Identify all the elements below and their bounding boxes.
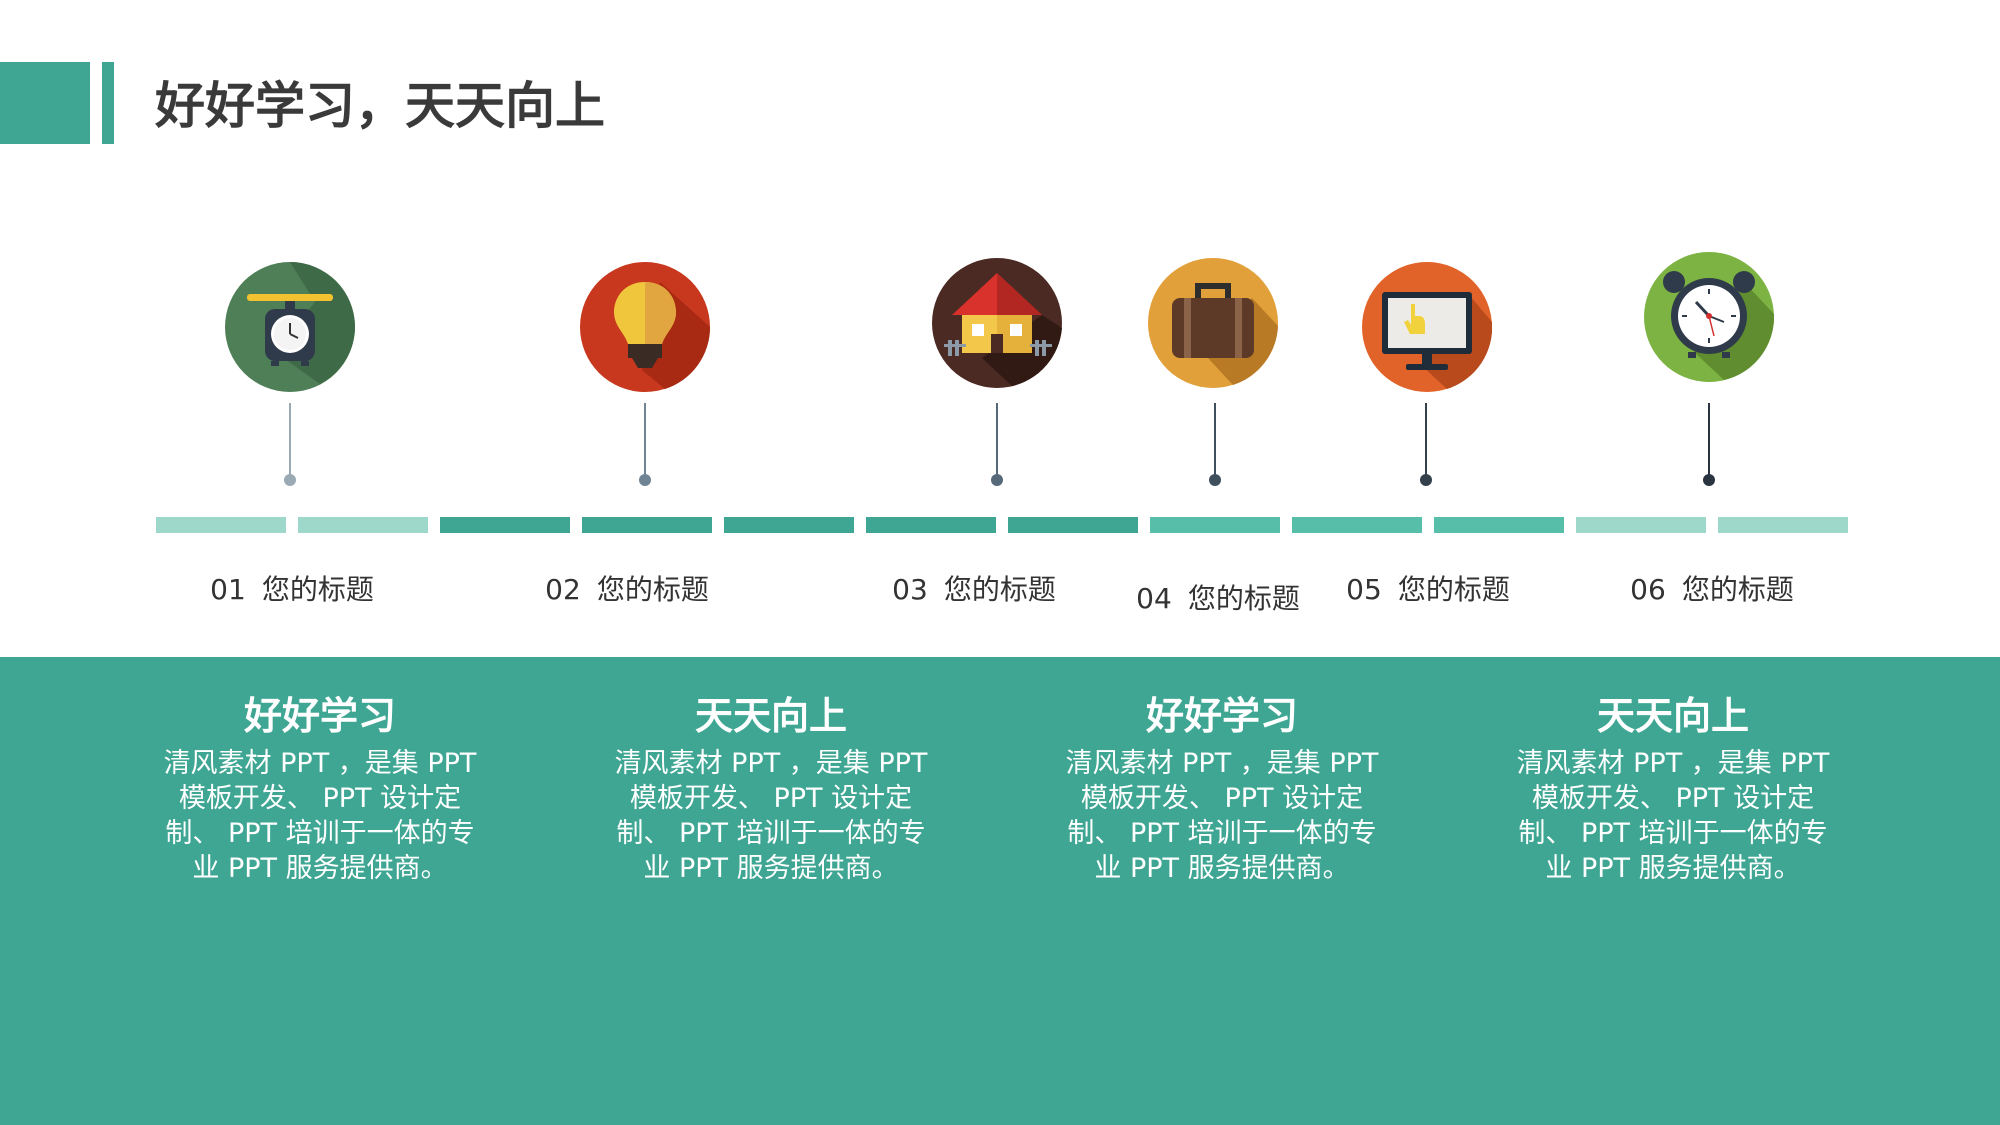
card-body: 清风素材 PPT ，是集 PPT 模板开发、 PPT 设计定制、 PPT 培训于… [1516,748,1830,884]
step-title: 您的标题 [943,573,1056,606]
step-title: 您的标题 [596,573,709,606]
step-number: 04 [1136,582,1172,615]
timeline-segment [1008,517,1138,533]
connector-dot [284,474,296,486]
card-body: 清风素材 PPT ，是集 PPT 模板开发、 PPT 设计定制、 PPT 培训于… [163,748,477,884]
house-icon [932,258,1062,388]
timeline-segment [724,517,854,533]
timeline-segment [298,517,428,533]
connector-dot [639,474,651,486]
page-title: 好好学习，天天向上 [155,77,605,135]
timeline-segment [1292,517,1422,533]
connector-line [1425,403,1427,480]
info-card-1: 好好学习 清风素材 PPT ，是集 PPT 模板开发、 PPT 设计定制、 PP… [155,690,485,886]
timeline-segment [156,517,286,533]
step-label-05: 05 您的标题 [1308,568,1548,608]
connector-line [996,403,998,480]
monitor-touch-icon [1362,262,1492,392]
card-body: 清风素材 PPT ，是集 PPT 模板开发、 PPT 设计定制、 PPT 培训于… [1065,748,1379,884]
connector-line [1214,403,1216,480]
step-number: 05 [1346,573,1382,606]
card-title: 天天向上 [1596,694,1749,738]
lightbulb-icon [580,262,710,392]
connector-dot [991,474,1003,486]
header-accent-block [0,62,90,144]
connector-dot [1420,474,1432,486]
connector-line [289,403,291,480]
step-title: 您的标题 [1397,573,1510,606]
card-title: 好好学习 [1145,694,1298,738]
timeline-segment [1576,517,1706,533]
info-card-2: 天天向上 清风素材 PPT ，是集 PPT 模板开发、 PPT 设计定制、 PP… [606,690,936,886]
info-card-4: 天天向上 清风素材 PPT ，是集 PPT 模板开发、 PPT 设计定制、 PP… [1508,690,1838,886]
timeline-segment [582,517,712,533]
timeline-segment [1434,517,1564,533]
connector-dot [1209,474,1221,486]
step-title: 您的标题 [1681,573,1794,606]
timeline-segment [866,517,996,533]
briefcase-icon [1148,258,1278,388]
connector-line [1708,403,1710,480]
step-number: 06 [1630,573,1666,606]
info-card-3: 好好学习 清风素材 PPT ，是集 PPT 模板开发、 PPT 设计定制、 PP… [1057,690,1387,886]
step-title: 您的标题 [261,573,374,606]
header-accent-bar [102,62,114,144]
step-label-02: 02 您的标题 [507,568,747,608]
step-number: 03 [892,573,928,606]
alarm-clock-icon [1644,252,1774,382]
card-title: 好好学习 [243,694,396,738]
step-number: 01 [210,573,246,606]
step-label-06: 06 您的标题 [1592,568,1832,608]
scale-timer-icon [225,262,355,392]
bottom-panel [0,657,2000,1125]
step-number: 02 [545,573,581,606]
connector-line [644,403,646,480]
step-title: 您的标题 [1187,582,1300,615]
timeline-segment [1150,517,1280,533]
connector-dot [1703,474,1715,486]
step-label-04: 04 您的标题 [1098,577,1338,617]
step-label-01: 01 您的标题 [172,568,412,608]
card-body: 清风素材 PPT ，是集 PPT 模板开发、 PPT 设计定制、 PPT 培训于… [614,748,928,884]
timeline-segment [1718,517,1848,533]
step-label-03: 03 您的标题 [854,568,1094,608]
timeline-segment [440,517,570,533]
card-title: 天天向上 [694,694,847,738]
